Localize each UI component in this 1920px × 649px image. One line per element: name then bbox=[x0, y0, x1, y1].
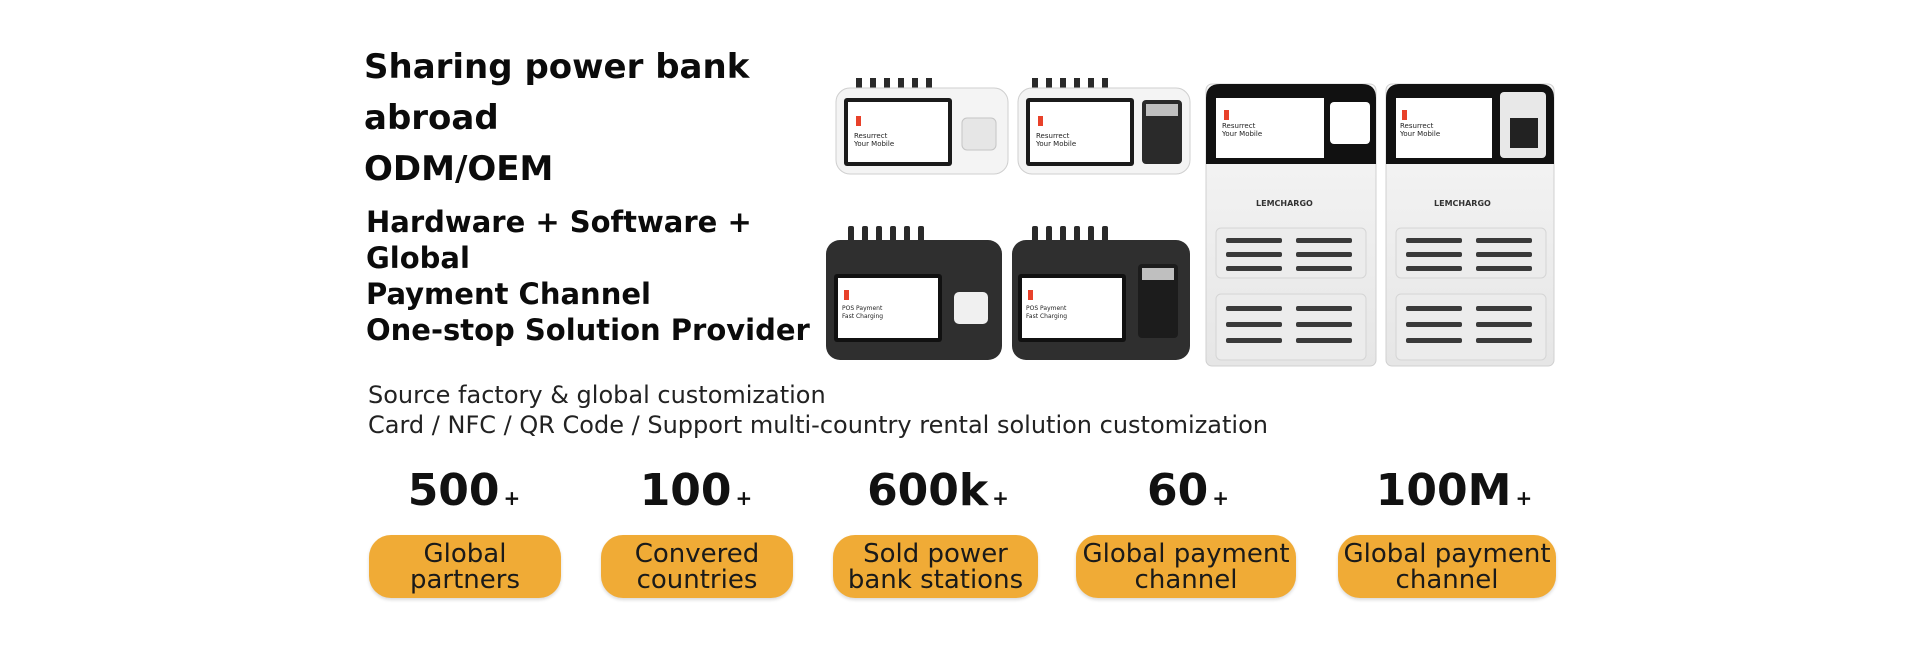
stat-label-pill: Global payment channel bbox=[1338, 535, 1556, 598]
svg-text:Fast Charging: Fast Charging bbox=[842, 313, 883, 320]
headline-line-1: Sharing power bank abroad bbox=[364, 47, 750, 138]
subheadline: Hardware + Software + Global Payment Cha… bbox=[366, 204, 836, 348]
svg-text:Resurrect: Resurrect bbox=[1036, 132, 1070, 140]
svg-text:Resurrect: Resurrect bbox=[1222, 122, 1256, 130]
product-lineup-image: Resurrect Your Mobile Resurrect Your Mob… bbox=[826, 78, 1555, 367]
svg-text:POS Payment: POS Payment bbox=[1026, 305, 1067, 312]
description-line-2: Card / NFC / QR Code / Support multi-cou… bbox=[368, 411, 1268, 439]
stat-label: Convered countries bbox=[634, 538, 760, 595]
svg-text:Your Mobile: Your Mobile bbox=[853, 140, 894, 148]
stat-users: 100M+ bbox=[1344, 462, 1564, 527]
stat-value: 100M bbox=[1375, 465, 1512, 516]
stat-label: Global payment channel bbox=[1082, 538, 1290, 595]
svg-text:Resurrect: Resurrect bbox=[1400, 122, 1434, 130]
svg-text:Your Mobile: Your Mobile bbox=[1035, 140, 1076, 148]
subhead-line-2: Payment Channel bbox=[366, 277, 651, 311]
black-station-nfc: POS Payment Fast Charging bbox=[826, 226, 1002, 360]
stat-label-pill: Sold power bank stations bbox=[833, 535, 1038, 598]
headline-line-2: ODM/OEM bbox=[364, 149, 554, 189]
stat-suffix: + bbox=[1212, 486, 1229, 510]
stat-suffix: + bbox=[1515, 486, 1533, 510]
description: Source factory & global customization Ca… bbox=[368, 380, 1268, 440]
subhead-line-1: Hardware + Software + Global bbox=[366, 205, 752, 275]
stat-value: 60 bbox=[1147, 465, 1209, 516]
stat-suffix: + bbox=[992, 486, 1009, 510]
black-station-keypad: POS Payment Fast Charging bbox=[1012, 226, 1190, 360]
tall-station-1: Resurrect Your Mobile LEMCHARGO bbox=[1205, 83, 1377, 367]
brand-text: LEMCHARGO bbox=[1256, 199, 1313, 208]
svg-text:Fast Charging: Fast Charging bbox=[1026, 313, 1067, 320]
stat-label-pill: Convered countries bbox=[601, 535, 793, 598]
white-station-nfc: Resurrect Your Mobile bbox=[835, 78, 1009, 175]
svg-text:Your Mobile: Your Mobile bbox=[1399, 130, 1440, 138]
stat-label-pill: Global payment channel bbox=[1076, 535, 1296, 598]
white-station-keypad: Resurrect Your Mobile bbox=[1017, 78, 1191, 175]
stat-suffix: + bbox=[735, 486, 753, 510]
svg-text:Your Mobile: Your Mobile bbox=[1221, 130, 1262, 138]
svg-text:LEMCHARGO: LEMCHARGO bbox=[1434, 199, 1491, 208]
stat-label: Sold power bank stations bbox=[847, 538, 1024, 595]
headline: Sharing power bank abroad ODM/OEM bbox=[364, 42, 864, 195]
stat-suffix: + bbox=[503, 486, 521, 510]
stat-value: 500 bbox=[407, 465, 500, 516]
svg-text:POS Payment: POS Payment bbox=[842, 305, 883, 312]
subhead-line-3: One-stop Solution Provider bbox=[366, 313, 810, 347]
stat-payment-channels: 60+ bbox=[1090, 462, 1286, 527]
description-line-1: Source factory & global customization bbox=[368, 381, 826, 409]
stat-label: Global payment channel bbox=[1343, 538, 1551, 595]
stat-stations: 600k+ bbox=[836, 462, 1040, 527]
stat-label: Global partners bbox=[409, 538, 521, 595]
stat-value: 100 bbox=[639, 465, 732, 516]
stat-label-pill: Global partners bbox=[369, 535, 561, 598]
tall-station-2: Resurrect Your Mobile LEMCHARGO bbox=[1385, 83, 1555, 367]
screen-text: Resurrect bbox=[854, 132, 888, 140]
stat-partners: 500+ bbox=[366, 462, 562, 527]
stat-countries: 100+ bbox=[598, 462, 794, 527]
stat-value: 600k bbox=[867, 465, 989, 516]
